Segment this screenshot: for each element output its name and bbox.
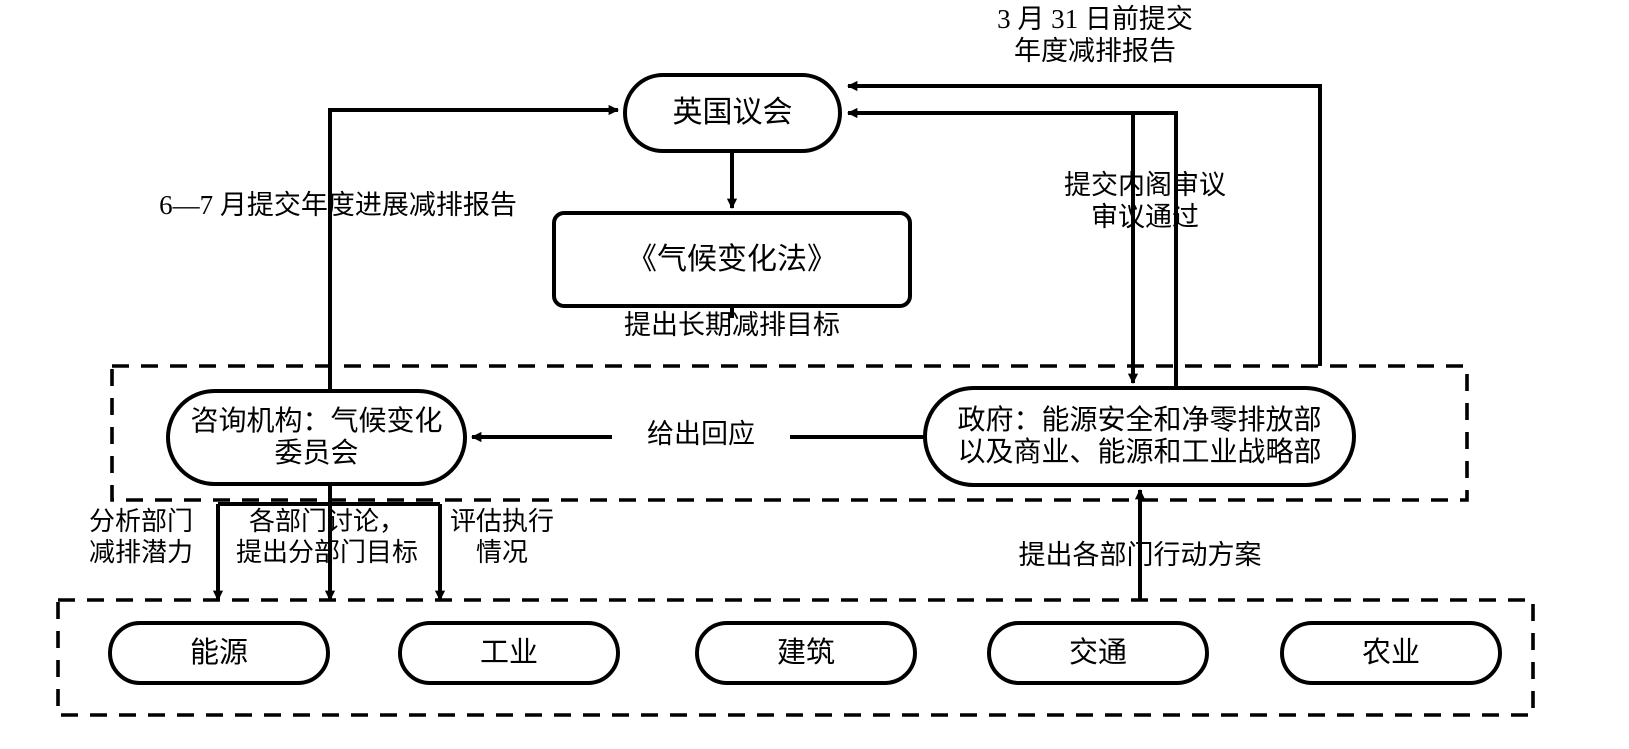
edge-label-progress-report: 6—7 月提交年度进展减排报告: [159, 190, 517, 220]
node-sector-shape[interactable]: [1280, 621, 1502, 685]
node-sector-shape[interactable]: [695, 621, 917, 685]
node-sector-shape[interactable]: [987, 621, 1209, 685]
edge-label-discuss-subtargets: 各部门讨论， 提出分部门目标: [235, 507, 418, 567]
edge-label-assess-implementation: 评估执行 情况: [449, 507, 554, 567]
edge-advisory-to-parliament: [328, 104, 620, 391]
edge-label-long-term-target: 提出长期减排目标: [624, 310, 840, 340]
node-parliament-shape[interactable]: [623, 73, 842, 153]
edge-label-analyse-potential: 分析部门 减排潜力: [88, 507, 193, 567]
group-institutions-border: [110, 364, 1469, 502]
edge-sectors-to-parliament-annual-report: [846, 80, 1322, 366]
edge-label-give-response: 给出回应: [647, 419, 755, 449]
edge-government-to-parliament: [846, 107, 1178, 388]
node-advisory-shape[interactable]: [166, 389, 467, 486]
node-sector-shape[interactable]: [108, 621, 330, 685]
group-sectors-border: [56, 598, 1535, 717]
edge-label-annual-report-march: 3 月 31 日前提交 年度减排报告: [997, 4, 1193, 66]
node-sector-shape[interactable]: [398, 621, 620, 685]
node-climate-act-shape[interactable]: [552, 211, 912, 308]
node-government-shape[interactable]: [923, 386, 1356, 487]
edge-label-cabinet-review: 提交内阁审议 审议通过: [1064, 170, 1226, 232]
edge-label-sector-action-plans: 提出各部门行动方案: [1018, 540, 1262, 570]
